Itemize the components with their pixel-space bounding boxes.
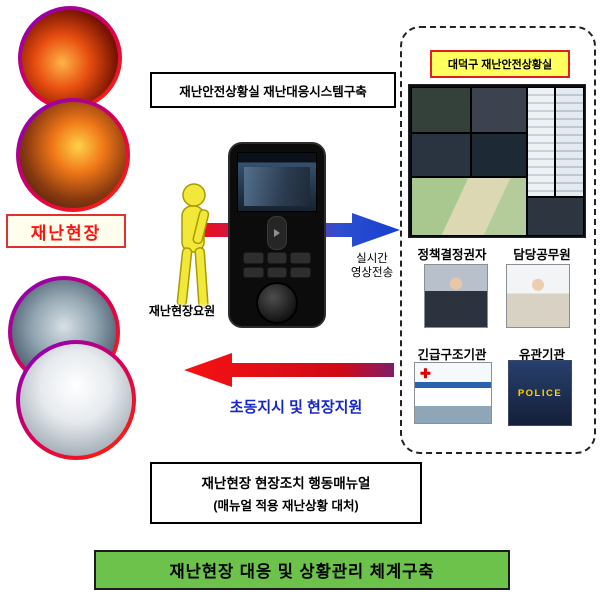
status-board xyxy=(555,87,584,197)
disaster-site-label: 재난현장 xyxy=(6,214,126,248)
realtime-line1: 실시간 xyxy=(356,253,388,265)
disaster-photo-fire-2 xyxy=(16,98,130,212)
smartphone-key xyxy=(290,266,311,278)
status-board xyxy=(527,87,555,197)
field-manual-box: 재난현장 현장조치 행동매뉴얼 (매뉴얼 적용 재난상황 대처) xyxy=(150,462,422,524)
smartphone xyxy=(228,142,326,328)
smartphone-key-grid xyxy=(243,252,311,278)
field-agent-label: 재난현장요원 xyxy=(148,304,216,318)
bottom-banner: 재난현장 대응 및 상황관리 체계구축 xyxy=(94,550,510,590)
official-photo xyxy=(506,264,570,328)
smartphone-key xyxy=(243,252,264,264)
disaster-photo-fire-1-image xyxy=(22,10,118,106)
related-org-label: 유관기관 xyxy=(518,348,565,362)
police-sign-text: POLICE xyxy=(517,387,563,399)
smartphone-video-frame xyxy=(244,167,310,206)
disaster-photo-fire-2-image xyxy=(20,102,126,208)
ambulance-photo: ✚ xyxy=(414,362,492,424)
cctv-feed xyxy=(411,87,471,133)
realtime-line2: 영상전송 xyxy=(350,267,394,279)
police-photo: POLICE xyxy=(508,360,572,426)
smartphone-dial-knob xyxy=(256,282,298,324)
manual-line2: (매뉴얼 적용 재난상황 대처) xyxy=(213,499,359,513)
field-agent-figure xyxy=(176,183,210,309)
cctv-feed xyxy=(471,87,527,133)
rescue-org-label: 긴급구조기관 xyxy=(417,348,487,362)
disaster-photo-fire-1 xyxy=(18,6,122,110)
policy-maker-photo xyxy=(424,264,488,328)
disaster-photo-snow xyxy=(16,340,136,460)
control-room-title: 대덕구 재난안전상황실 xyxy=(430,50,570,78)
disaster-photo-snow-image xyxy=(20,344,132,456)
policy-maker-label: 정책결정권자 xyxy=(417,248,487,262)
map-display xyxy=(411,177,527,236)
manual-line1: 재난현장 현장조치 행동매뉴얼 xyxy=(201,476,371,491)
cctv-feed xyxy=(471,133,527,177)
smartphone-key xyxy=(290,252,311,264)
play-icon xyxy=(274,229,280,237)
system-build-box: 재난안전상황실 재난대응시스템구축 xyxy=(150,72,396,108)
control-room-video-wall xyxy=(408,84,586,238)
official-label: 담당공무원 xyxy=(513,248,571,262)
smartphone-screen xyxy=(237,152,317,212)
medical-cross-icon: ✚ xyxy=(420,366,431,381)
smartphone-key xyxy=(266,252,288,264)
field-support-label: 초동지시 및 현장지원 xyxy=(229,399,363,416)
cctv-feed xyxy=(527,197,584,236)
smartphone-play-control xyxy=(267,216,287,250)
smartphone-key xyxy=(243,266,264,278)
smartphone-statusbar xyxy=(238,153,316,163)
cctv-feed xyxy=(411,133,471,177)
field-support-arrow xyxy=(184,353,394,387)
realtime-video-label: 실시간 영상전송 xyxy=(340,252,404,280)
smartphone-key xyxy=(266,266,288,278)
